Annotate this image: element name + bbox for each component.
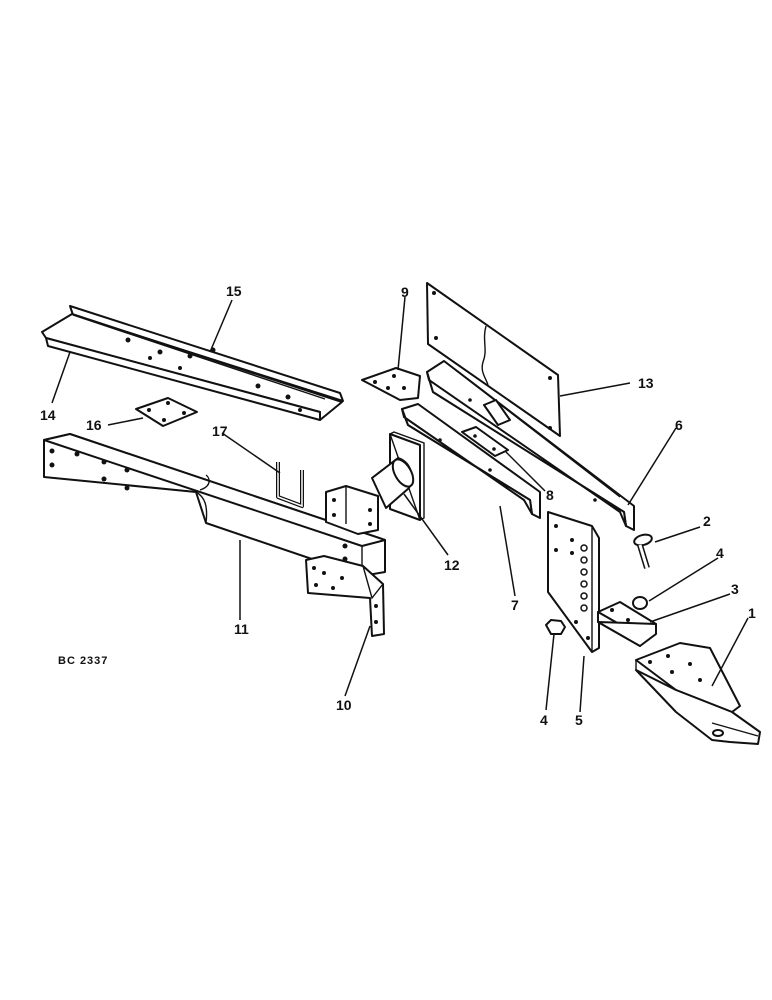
callout-7: 7 (511, 597, 519, 613)
hitch-part-1 (635, 642, 761, 745)
bracket-part-10 (305, 555, 385, 637)
callout-4-lower: 4 (540, 712, 548, 728)
clevis-part-3 (597, 601, 657, 647)
callout-16: 16 (86, 417, 102, 433)
brace-part-7 (401, 403, 541, 519)
callout-17: 17 (212, 423, 228, 439)
callout-9: 9 (401, 284, 409, 300)
callout-12: 12 (444, 557, 460, 573)
callouts: 15 14 16 17 11 10 12 9 13 6 8 7 2 4 3 1 … (40, 283, 756, 728)
callout-5: 5 (575, 712, 583, 728)
gusset-part-9 (361, 367, 421, 401)
angle-part-6 (426, 360, 635, 531)
nut-part-4-upper (632, 596, 648, 610)
callout-1: 1 (748, 605, 756, 621)
figure-reference: BC 2337 (58, 655, 108, 667)
callout-13: 13 (638, 375, 654, 391)
plate-part-16 (135, 397, 198, 427)
callout-10: 10 (336, 697, 352, 713)
callout-6: 6 (675, 417, 683, 433)
angle-rail-part-14-15 (41, 305, 344, 421)
callout-4-upper: 4 (716, 545, 724, 561)
callout-11: 11 (234, 621, 249, 637)
leader-lines (51, 296, 749, 713)
perforated-plate-part-5 (547, 511, 600, 653)
callout-8: 8 (546, 487, 554, 503)
nut-part-4-lower (545, 619, 566, 635)
clip-part-8 (461, 426, 509, 457)
pin-part-2 (633, 533, 653, 569)
pipe-plate-part-12 (325, 431, 425, 535)
large-plate-part-13 (426, 282, 561, 437)
callout-14: 14 (40, 407, 56, 423)
callout-2: 2 (703, 513, 711, 529)
callout-3: 3 (731, 581, 739, 597)
u-bolt-part-17 (276, 462, 304, 508)
callout-15: 15 (226, 283, 242, 299)
